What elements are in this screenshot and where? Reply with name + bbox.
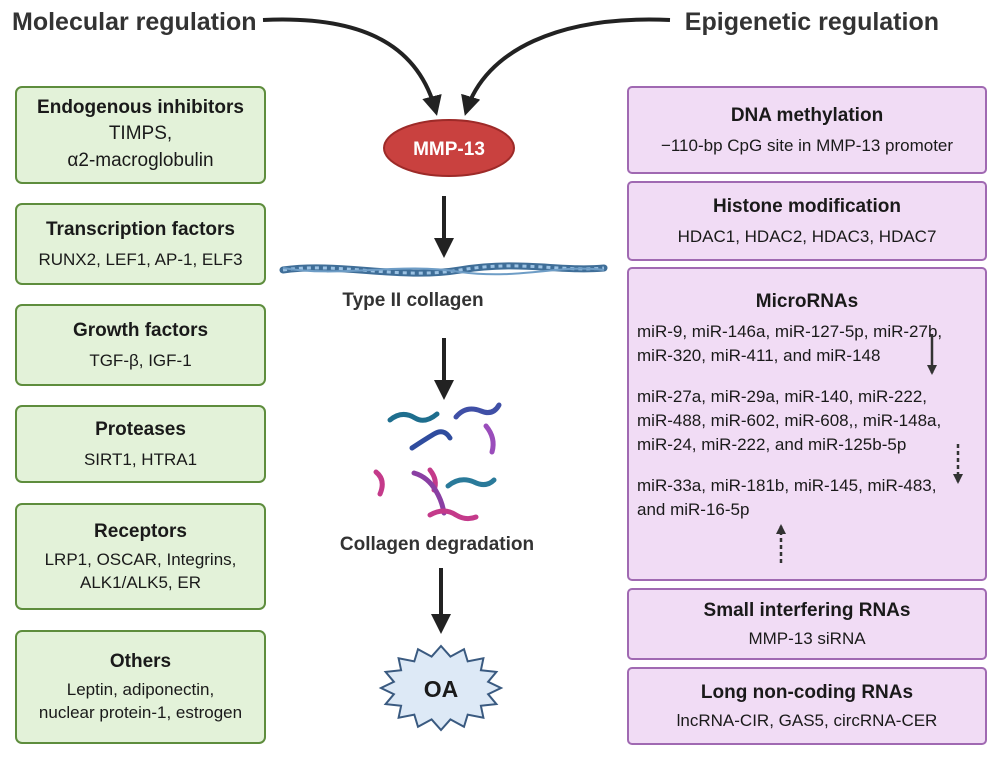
box-content: RUNX2, LEF1, AP-1, ELF3 <box>38 249 243 269</box>
oa-starburst <box>378 644 504 732</box>
box-content: −110-bp CpG site in MMP-13 promoter <box>660 136 954 155</box>
box-content-line: TIMPS, <box>108 123 173 144</box>
box-title: Small interfering RNAs <box>703 600 911 621</box>
box-content-line: nuclear protein-1, estrogen <box>38 703 243 722</box>
oa-label: OA <box>424 676 459 702</box>
box-content: SIRT1, HTRA1 <box>83 449 198 469</box>
box-title: Others <box>109 651 172 672</box>
box-title: Histone modification <box>713 196 901 217</box>
mmp13-node <box>383 119 515 177</box>
box-title: Long non-coding RNAs <box>700 682 914 703</box>
box-title: MicroRNAs <box>755 291 859 312</box>
box-content: lncRNA-CIR, GAS5, circRNA-CER <box>676 711 938 730</box>
mirna-line: miR-9, miR-146a, miR-127-5p, miR-27b, <box>637 322 943 341</box>
mirna-line: and miR-16-5p <box>637 500 750 519</box>
header-epigenetic-regulation: Epigenetic regulation <box>684 8 939 36</box>
arrow-molecular-to-mmp13 <box>262 17 442 116</box>
box-transcription-factors: Transcription factors RUNX2, LEF1, AP-1,… <box>15 203 266 285</box>
header-molecular-regulation: Molecular regulation <box>12 8 257 36</box>
box-title: DNA methylation <box>730 105 884 126</box>
collagen-fragments-icon <box>373 402 502 522</box>
box-growth-factors: Growth factors TGF-β, IGF-1 <box>15 304 266 386</box>
box-long-non-coding-rnas: Long non-coding RNAs lncRNA-CIR, GAS5, c… <box>627 667 987 745</box>
box-others: Others Leptin, adiponectin, nuclear prot… <box>15 630 266 744</box>
mirna-line: miR-488, miR-602, miR-608,, miR-148a, <box>637 411 942 430</box>
box-dna-methylation: DNA methylation −110-bp CpG site in MMP-… <box>627 86 987 174</box>
box-title: Receptors <box>94 520 187 542</box>
box-content: MMP-13 siRNA <box>748 629 866 648</box>
collagen-fiber-icon <box>279 262 608 277</box>
box-proteases: Proteases SIRT1, HTRA1 <box>15 405 266 483</box>
box-histone-modification: Histone modification HDAC1, HDAC2, HDAC3… <box>627 181 987 261</box>
box-content: HDAC1, HDAC2, HDAC3, HDAC7 <box>677 227 937 246</box>
mirna-line: miR-27a, miR-29a, miR-140, miR-222, <box>637 387 928 406</box>
box-endogenous-inhibitors: Endogenous inhibitors TIMPS, α2-macroglo… <box>15 86 266 184</box>
box-content-line: Leptin, adiponectin, <box>66 680 215 699</box>
box-content-line: α2-macroglobulin <box>67 150 214 171</box>
mmp13-label: MMP-13 <box>413 139 485 160</box>
box-small-interfering-rnas: Small interfering RNAs MMP-13 siRNA <box>627 588 987 660</box>
box-content-line: LRP1, OSCAR, Integrins, <box>44 549 237 569</box>
box-title: Endogenous inhibitors <box>37 97 244 118</box>
type-ii-collagen-label: Type II collagen <box>342 290 484 311</box>
box-content: TGF-β, IGF-1 <box>89 350 192 370</box>
mirna-line: miR-320, miR-411, and miR-148 <box>637 346 881 365</box>
box-title: Growth factors <box>72 319 209 341</box>
mirna-line: miR-33a, miR-181b, miR-145, miR-483, <box>637 476 937 495</box>
box-micrornas: MicroRNAs miR-9, miR-146a, miR-127-5p, m… <box>627 267 987 581</box>
box-content-line: ALK1/ALK5, ER <box>80 572 201 592</box>
arrow-epigenetic-to-mmp13 <box>461 17 671 116</box>
mirna-line: miR-24, miR-222, and miR-125b-5p <box>637 435 907 454</box>
box-receptors: Receptors LRP1, OSCAR, Integrins, ALK1/A… <box>15 503 266 610</box>
box-title: Proteases <box>95 418 186 440</box>
box-title: Transcription factors <box>46 218 235 240</box>
collagen-degradation-label: Collagen degradation <box>339 534 535 555</box>
